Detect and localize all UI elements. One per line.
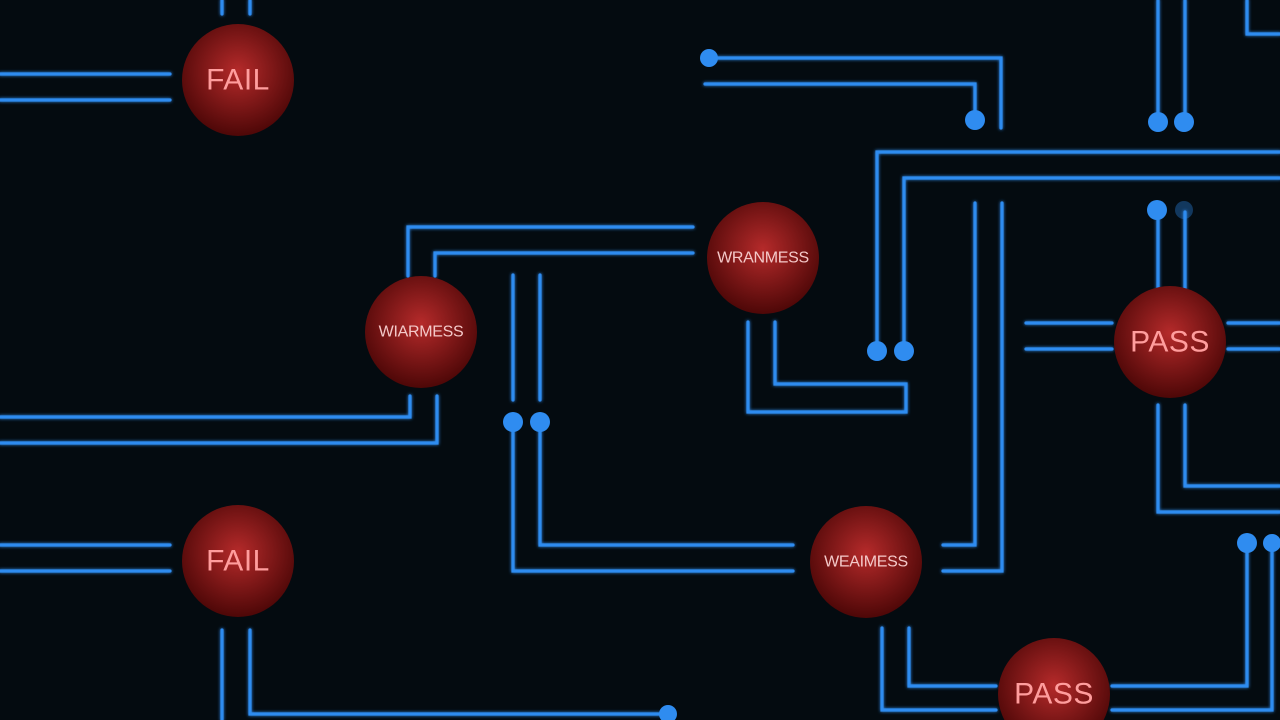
connector-dot — [894, 341, 914, 361]
connector-dot — [530, 412, 550, 432]
node-label: WEAIMESS — [824, 554, 908, 571]
status-nodes: FAIL WIARMESS WRANMESS PASS FAIL WEAIMES… — [182, 24, 1226, 720]
trace-segment — [902, 176, 1280, 352]
node-pass-bottom: PASS — [998, 638, 1110, 720]
node-pass-right: PASS — [1114, 286, 1226, 398]
node-label: PASS — [1014, 678, 1094, 711]
node-weakness-top: WRANMESS — [707, 202, 819, 314]
node-weakness-left: WIARMESS — [365, 276, 477, 388]
connector-dot — [1148, 112, 1168, 132]
trace-segment — [1156, 403, 1280, 514]
connector-dot — [1147, 200, 1167, 220]
trace-segment — [746, 320, 908, 414]
connector-dot — [1263, 534, 1280, 552]
trace-segment — [941, 201, 977, 547]
trace-segment — [538, 420, 795, 547]
trace-segment — [703, 82, 977, 122]
connector-dot — [659, 705, 677, 720]
trace-segment — [511, 420, 795, 573]
connector-dot — [700, 49, 718, 67]
trace-segment — [248, 628, 670, 716]
connector-dot — [1237, 533, 1257, 553]
node-fail-top-left: FAIL — [182, 24, 294, 136]
node-fail-bottom-left: FAIL — [182, 505, 294, 617]
trace-segment — [1110, 543, 1249, 688]
node-weakness-bottom: WEAIMESS — [810, 506, 922, 618]
connector-dot — [867, 341, 887, 361]
node-label: FAIL — [206, 64, 270, 97]
trace-segment — [406, 225, 695, 278]
trace-segment — [880, 626, 998, 712]
trace-segment — [433, 251, 695, 278]
node-label: WRANMESS — [717, 250, 809, 267]
trace-segment — [0, 394, 412, 419]
connector-dot — [1175, 201, 1193, 219]
connector-dot — [503, 412, 523, 432]
node-label: FAIL — [206, 545, 270, 578]
connector-dots — [503, 49, 1280, 720]
trace-segment — [941, 201, 1004, 573]
node-label: PASS — [1130, 326, 1210, 359]
trace-segment — [0, 394, 439, 445]
trace-segment — [1245, 0, 1280, 36]
node-label: WIARMESS — [379, 324, 464, 341]
trace-segment — [875, 150, 1280, 352]
trace-segment — [1183, 403, 1280, 488]
trace-segment — [1110, 543, 1274, 712]
connector-dot — [965, 110, 985, 130]
trace-segment — [707, 56, 1003, 130]
connector-dot — [1174, 112, 1194, 132]
trace-segment — [907, 626, 998, 688]
